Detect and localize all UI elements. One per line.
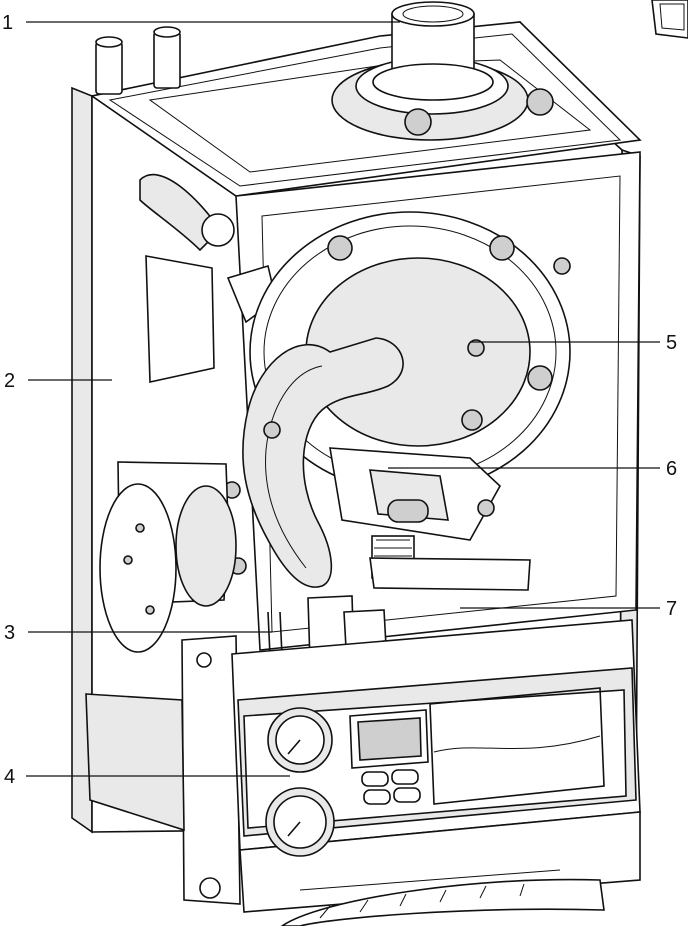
expansion-vessel: [99, 461, 237, 653]
pipe-stubs: [95, 26, 181, 95]
callout-1: 1: [2, 12, 13, 34]
callout-3: 3: [4, 622, 15, 644]
fan-assembly: [249, 211, 571, 493]
corner-detail: [651, 0, 688, 39]
air-duct: [223, 337, 404, 588]
ignition-unit: [329, 447, 502, 541]
callout-7: 7: [666, 598, 677, 620]
bottom-grille: [199, 877, 605, 926]
callout-leaders: [26, 21, 660, 777]
spring-coil: [369, 535, 531, 591]
valve-bracket: [139, 173, 277, 383]
callout-5: 5: [666, 332, 677, 354]
callout-4: 4: [4, 766, 15, 788]
callout-2: 2: [4, 370, 15, 392]
flue-outlet: [331, 1, 554, 141]
callout-6: 6: [666, 458, 677, 480]
control-panel: [85, 619, 641, 913]
